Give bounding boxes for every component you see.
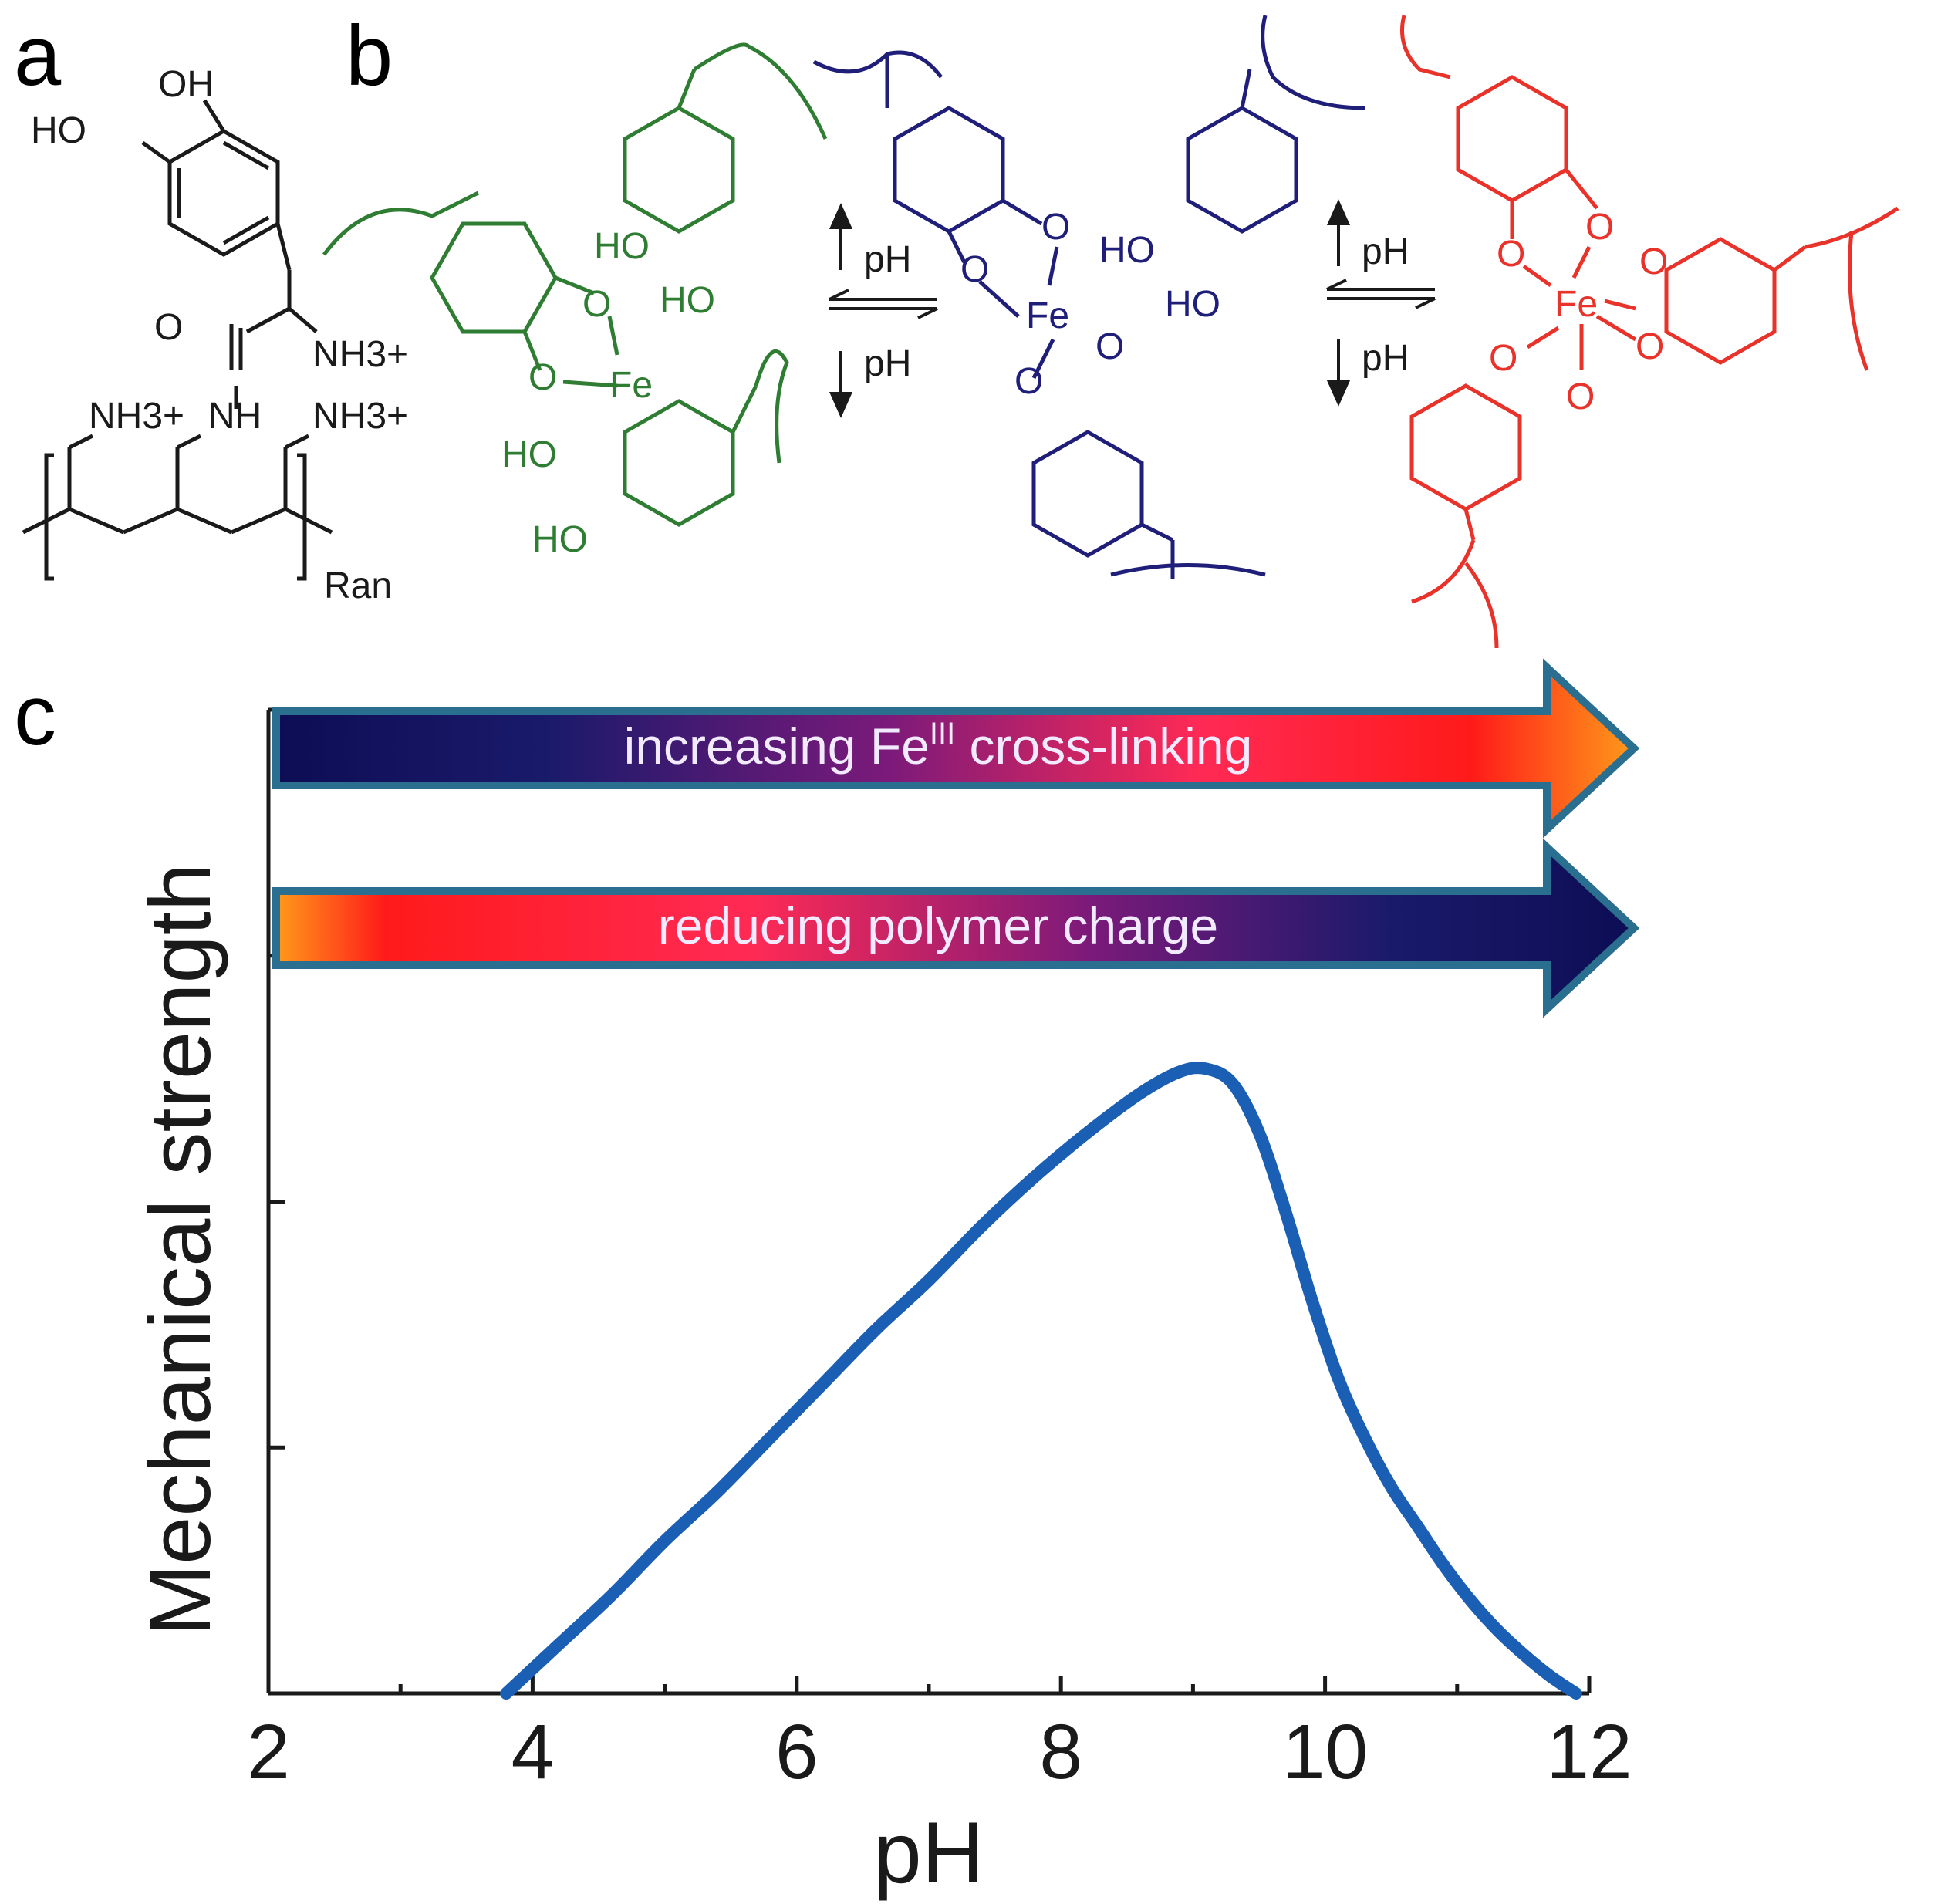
banner-bottom-arrow-shape bbox=[272, 838, 1640, 1018]
equilibrium-2-down-label: pH bbox=[1362, 338, 1409, 379]
equilibrium-1-up-label: pH bbox=[864, 239, 911, 280]
scheme-a-structure bbox=[22, 99, 333, 581]
scheme-b-tris-fe-label: Fe bbox=[1554, 284, 1598, 325]
scheme-b-tris-o-label-6: O bbox=[1566, 376, 1595, 417]
scheme-b-tris-o-label-4: O bbox=[1636, 326, 1664, 367]
scheme-b-tris-o-label-3: O bbox=[1639, 241, 1668, 282]
x-tick-label: 12 bbox=[1546, 1709, 1632, 1795]
scheme-b-mono-complex bbox=[322, 42, 828, 527]
scheme-b-bis-o-label-3: O bbox=[1095, 326, 1124, 367]
scheme-b-mono-o-label-2: O bbox=[528, 357, 557, 398]
scheme-b-mono-ho-label-4: HO bbox=[532, 519, 588, 560]
equilibrium-1-down-label: pH bbox=[864, 343, 911, 384]
scheme-b-bis-o-label-1: O bbox=[1041, 207, 1070, 248]
scheme-a-ho-label: HO bbox=[31, 110, 86, 151]
equilibrium-arrows-1 bbox=[829, 203, 938, 418]
scheme-b-mono-ho-label-2: HO bbox=[660, 280, 715, 321]
banner-top-arrow-shape bbox=[272, 658, 1640, 839]
x-axis-label: pH bbox=[873, 1804, 984, 1901]
banner-reducing-charge: reducing polymer charge bbox=[272, 838, 1640, 1018]
panel-label-c: c bbox=[14, 668, 56, 763]
scheme-b-mono-o-label-1: O bbox=[582, 284, 611, 325]
scheme-a-nh3-label-2: NH3+ bbox=[89, 396, 184, 437]
scheme-a-nh-label: NH bbox=[208, 396, 262, 437]
scheme-a-carbonyl-o-label: O bbox=[154, 307, 183, 348]
scheme-b-bis-ho-label-2: HO bbox=[1165, 284, 1220, 325]
scheme-b-tris-o-label-5: O bbox=[1489, 338, 1517, 379]
scheme-a-oh-label: OH bbox=[158, 64, 214, 105]
scheme-b-tris-complex bbox=[1400, 15, 1899, 649]
scheme-b-mono-fe-label: Fe bbox=[609, 365, 653, 406]
scheme-b-bis-o-label-2: O bbox=[960, 249, 989, 290]
panel-label-b: b bbox=[346, 8, 393, 103]
scheme-b-tris-o-label-1: O bbox=[1585, 207, 1614, 248]
x-tick-label: 2 bbox=[247, 1709, 290, 1795]
panel-label-a: a bbox=[14, 8, 62, 103]
scheme-b-mono-ho-label-3: HO bbox=[501, 434, 557, 475]
scheme-b-bis-complex bbox=[812, 15, 1366, 579]
scheme-b-tris-o-label-2: O bbox=[1497, 234, 1525, 275]
chart-c: 2 4 6 8 10 12 pH Mechanical strength bbox=[132, 707, 1632, 1901]
scheme-a-ran-label: Ran bbox=[324, 565, 392, 606]
banner-bottom-text: reducing polymer charge bbox=[658, 897, 1218, 954]
x-tick-label: 6 bbox=[775, 1709, 819, 1795]
banner-top-text: increasing FeIII cross-linking bbox=[624, 717, 1253, 775]
equilibrium-2-up-label: pH bbox=[1362, 231, 1409, 272]
banner-increasing-fe: increasing FeIII cross-linking bbox=[272, 658, 1640, 839]
scheme-b-bis-o-label-4: O bbox=[1014, 361, 1043, 402]
x-tick-label: 8 bbox=[1039, 1709, 1082, 1795]
scheme-b-mono-ho-label-1: HO bbox=[594, 226, 650, 267]
x-tick-label: 10 bbox=[1282, 1709, 1368, 1795]
scheme-a-nh3-label-3: NH3+ bbox=[312, 396, 408, 437]
x-tick-label: 4 bbox=[511, 1709, 555, 1795]
scheme-b-bis-ho-label-1: HO bbox=[1099, 230, 1155, 271]
series-line-mechanical-strength bbox=[500, 1062, 1582, 1700]
equilibrium-arrows-2 bbox=[1326, 199, 1436, 407]
scheme-a-nh3-label-1: NH3+ bbox=[312, 334, 408, 375]
y-axis-label: Mechanical strength bbox=[132, 863, 228, 1636]
scheme-b-bis-fe-label: Fe bbox=[1026, 295, 1069, 336]
